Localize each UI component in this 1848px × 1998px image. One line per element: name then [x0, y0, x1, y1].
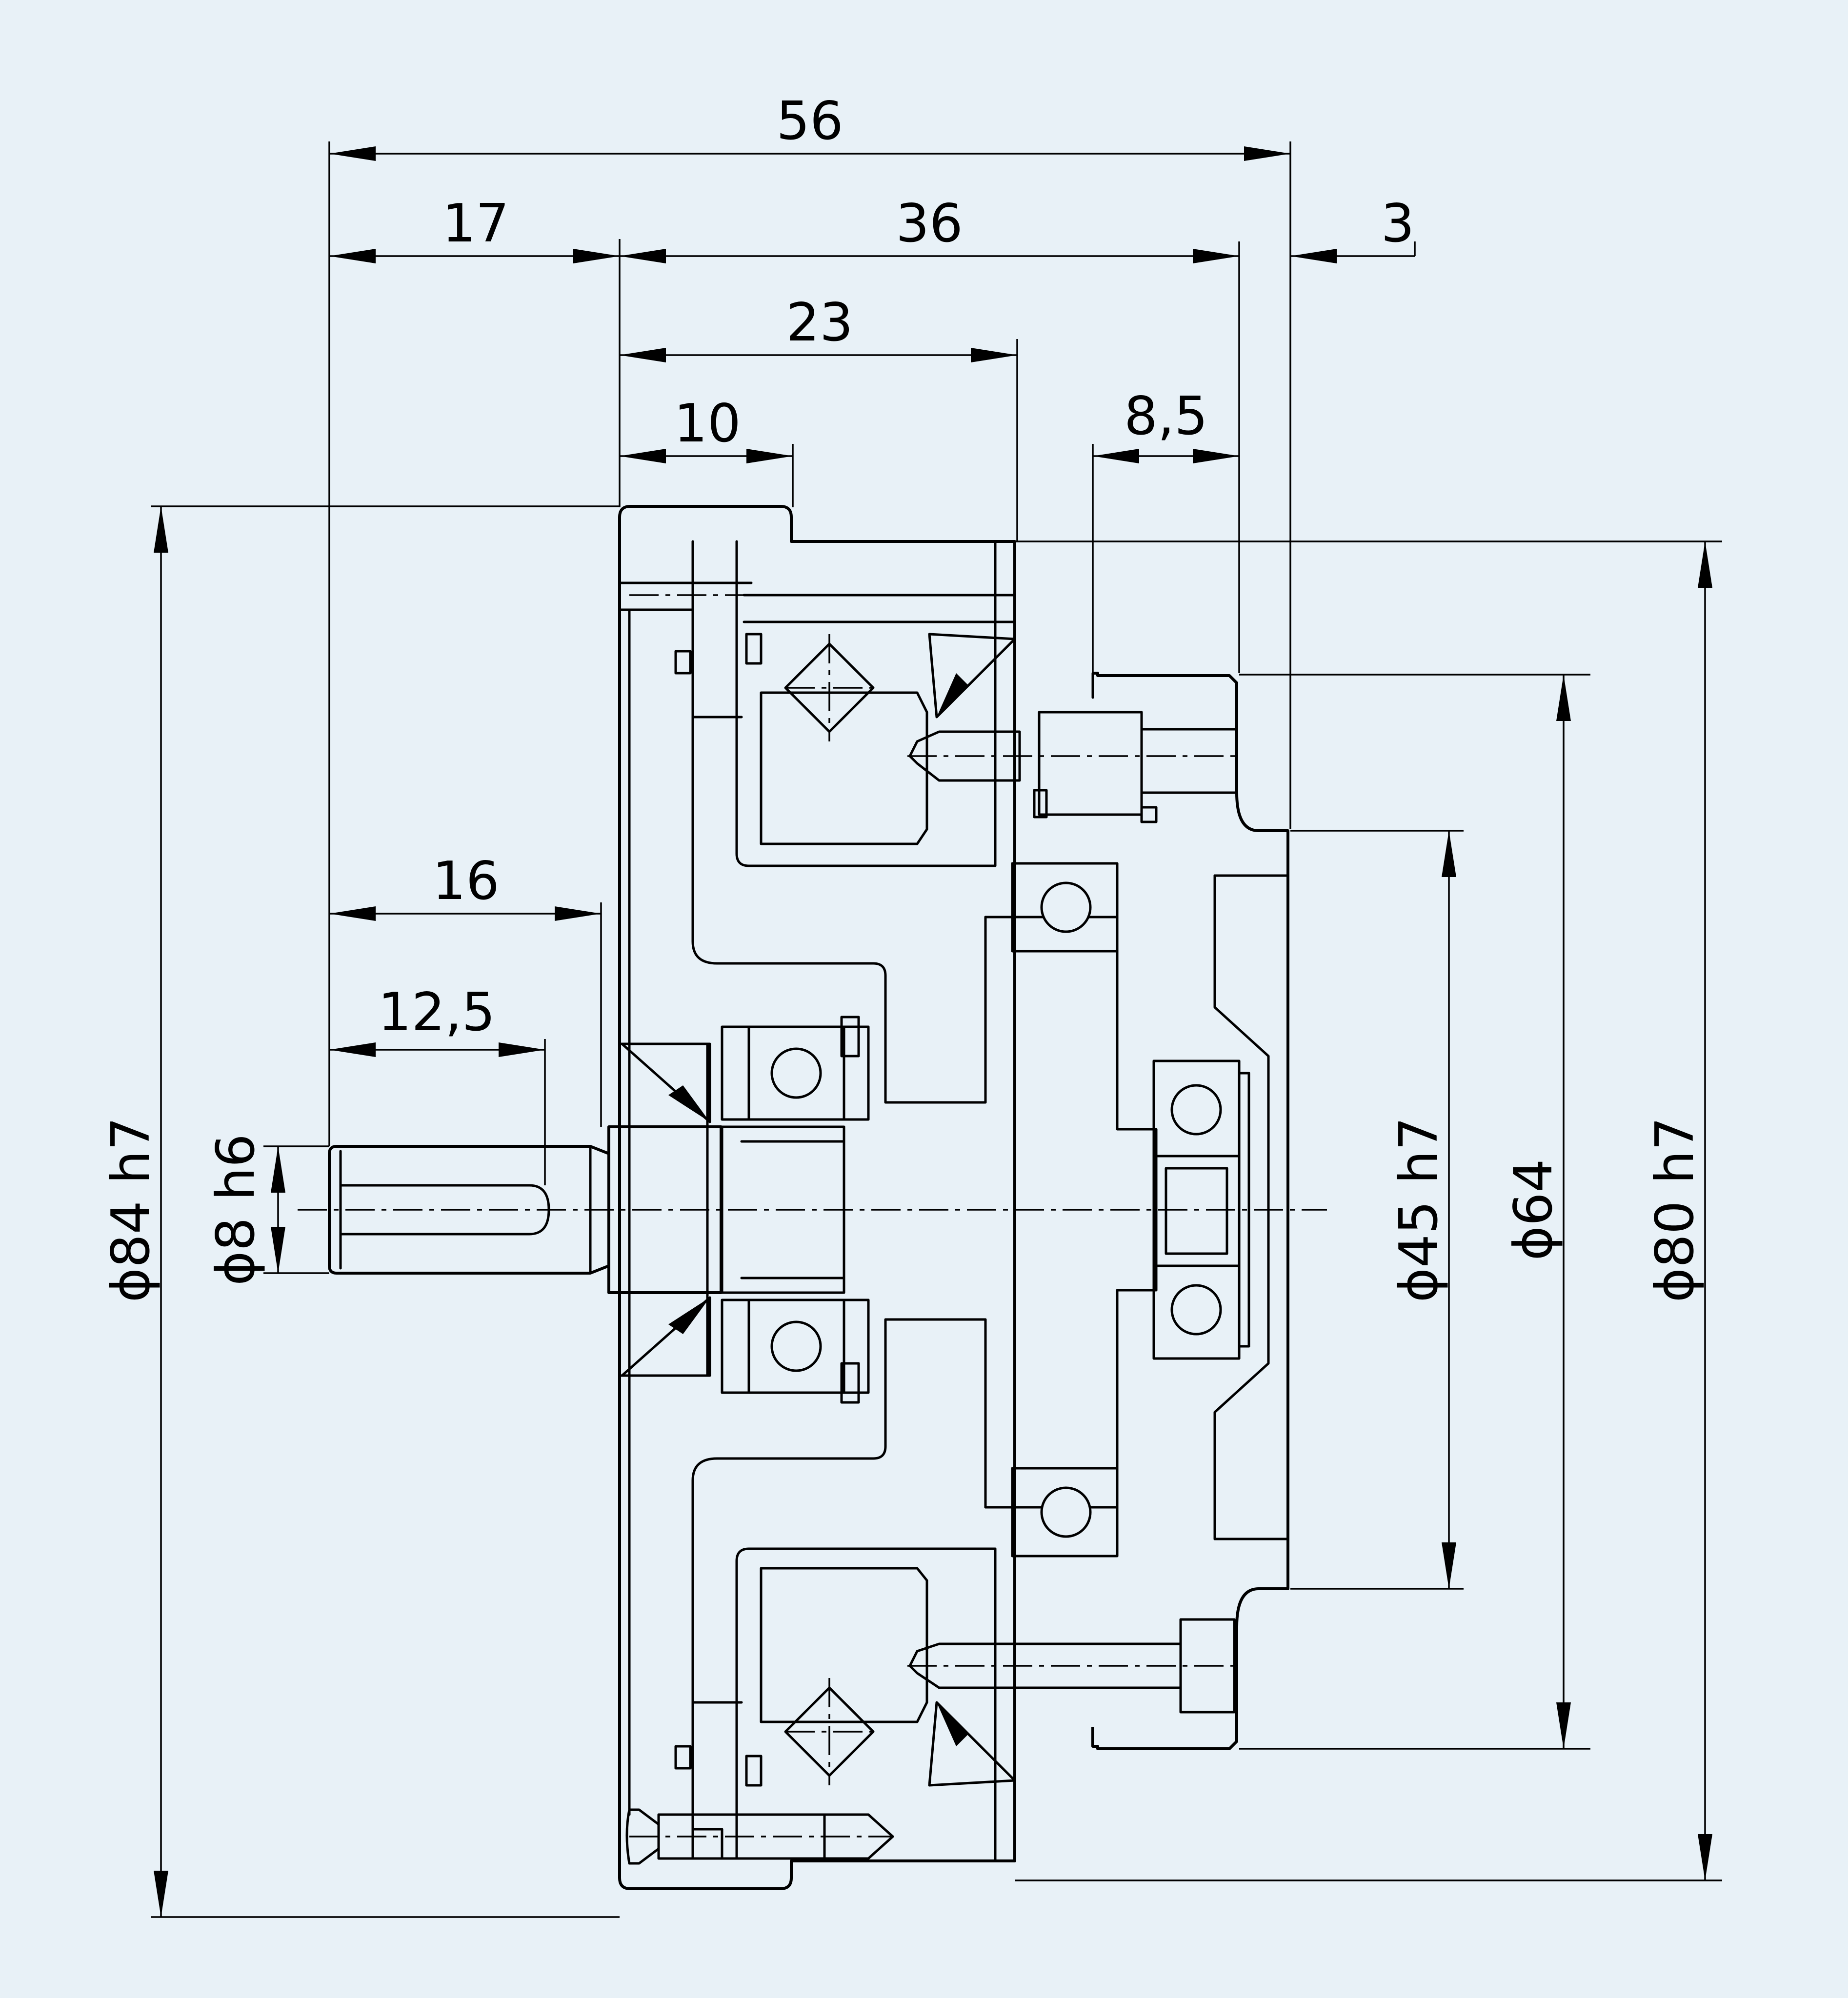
dim-3-label: 3 — [1381, 193, 1415, 254]
dim-10-label: 10 — [674, 393, 741, 454]
dim-23-label: 23 — [786, 292, 853, 353]
part-outline — [328, 505, 1289, 1890]
dim-phi84-label: ϕ84 h7 — [100, 1117, 161, 1302]
dimension-lines — [151, 141, 1722, 1918]
dim-17-label: 17 — [442, 193, 509, 254]
bearing-balls — [770, 881, 1222, 1538]
dimension-labels: 56 17 36 3 23 10 8,5 16 12,5 ϕ84 h7 ϕ8 h… — [100, 91, 1706, 1302]
dim-36-label: 36 — [896, 193, 963, 254]
dim-phi64-label: ϕ64 — [1503, 1159, 1564, 1261]
dim-16-label: 16 — [432, 851, 499, 912]
dim-phi80-label: ϕ80 h7 — [1645, 1117, 1706, 1302]
centerlines — [298, 594, 1327, 1838]
dim-56-label: 56 — [776, 91, 843, 152]
dim-phi45-label: ϕ45 h7 — [1388, 1117, 1449, 1302]
dim-12-5-label: 12,5 — [378, 982, 495, 1043]
dim-phi8-label: ϕ8 h6 — [205, 1134, 266, 1285]
dim-8-5-label: 8,5 — [1124, 386, 1208, 447]
